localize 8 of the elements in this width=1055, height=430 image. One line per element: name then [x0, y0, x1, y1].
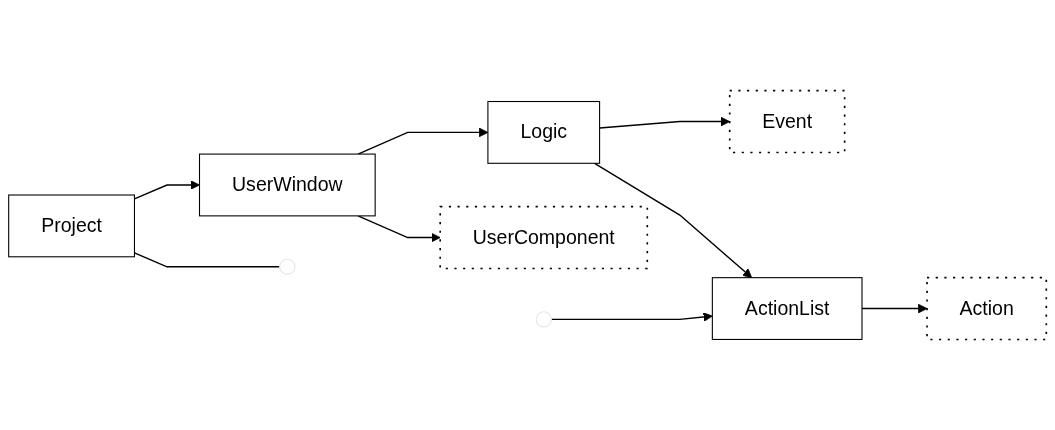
arrow	[593, 162, 753, 279]
arrow	[550, 312, 713, 322]
node-box: Logic	[487, 100, 601, 164]
node-box: UserWindow	[198, 153, 376, 217]
node-box: Project	[8, 194, 135, 258]
node-box: ActionList	[711, 277, 863, 340]
arrow	[357, 215, 441, 243]
arrow	[861, 303, 928, 314]
